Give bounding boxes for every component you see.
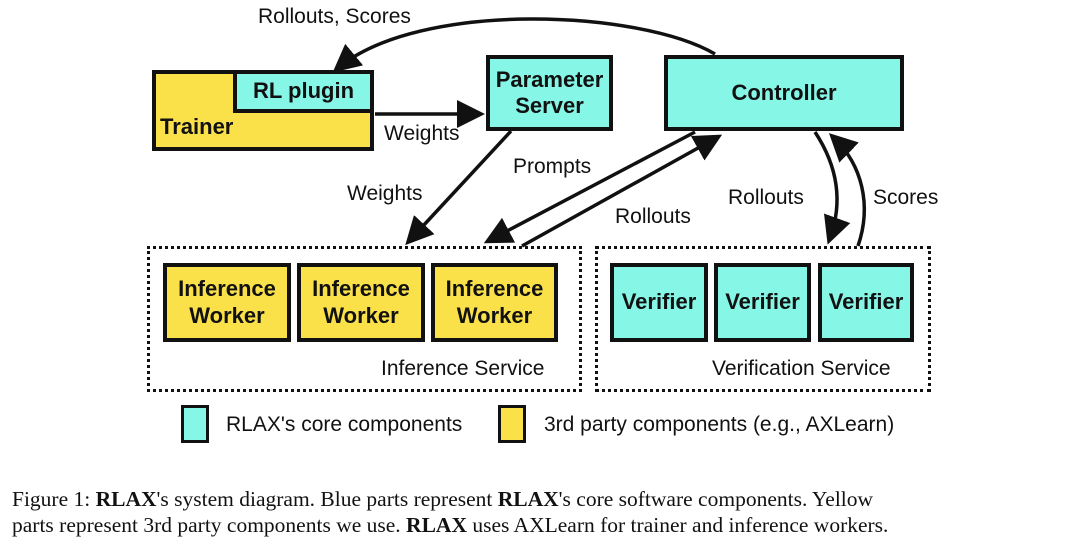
arrow-controller-to-rl-plugin bbox=[332, 17, 716, 73]
arrow-inference-to-controller bbox=[521, 134, 723, 248]
arrows-layer bbox=[332, 17, 866, 248]
caption-line-1: Figure 1: RLAX's system diagram. Blue pa… bbox=[12, 486, 1072, 512]
verifier-2: Verifier bbox=[714, 263, 811, 342]
arrow-controller-to-verification bbox=[813, 131, 851, 245]
legend-core-label: RLAX's core components bbox=[226, 413, 463, 436]
verifier-label: Verifier bbox=[725, 289, 800, 315]
verification-service-container bbox=[595, 246, 931, 392]
figure-caption: Figure 1: RLAX's system diagram. Blue pa… bbox=[12, 486, 1072, 538]
inference-service-container bbox=[147, 246, 582, 392]
inference-worker-label: Inference Worker bbox=[445, 276, 544, 328]
legend-third-party-label: 3rd party components (e.g., AXLearn) bbox=[544, 413, 895, 436]
inference-worker-3: Inference Worker bbox=[431, 263, 558, 342]
parameter-server-label: Parameter Server bbox=[495, 66, 604, 118]
inference-worker-label: Inference Worker bbox=[312, 276, 410, 328]
caption-line-2: parts represent 3rd party components we … bbox=[12, 512, 1072, 538]
caption-bold: RLAX bbox=[95, 487, 157, 511]
controller-box: Controller bbox=[664, 55, 904, 131]
caption-text: parts represent 3rd party components we … bbox=[12, 513, 407, 537]
label-rollouts-verification: Rollouts bbox=[728, 186, 804, 209]
inference-service-label: Inference Service bbox=[381, 357, 545, 380]
caption-text: Figure 1: bbox=[12, 487, 96, 511]
trainer-label: Trainer bbox=[160, 113, 234, 139]
caption-text: 's system diagram. Blue parts represent bbox=[156, 487, 498, 511]
caption-text: 's core software components. Yellow bbox=[558, 487, 874, 511]
caption-text: uses AXLearn for trainer and inference w… bbox=[466, 513, 889, 537]
rl-plugin-box: RL plugin bbox=[233, 70, 374, 113]
legend-third-party-swatch bbox=[498, 405, 526, 443]
arrow-controller-to-inference bbox=[483, 130, 696, 244]
label-weights-trainer: Weights bbox=[384, 122, 460, 145]
arrow-param-server-to-inference bbox=[405, 129, 513, 246]
caption-bold: RLAX bbox=[497, 487, 559, 511]
inference-worker-1: Inference Worker bbox=[163, 263, 291, 342]
label-scores: Scores bbox=[873, 186, 939, 209]
verification-service-label: Verification Service bbox=[712, 357, 891, 380]
parameter-server-box: Parameter Server bbox=[486, 55, 613, 131]
label-prompts: Prompts bbox=[513, 155, 592, 178]
label-rollouts-scores: Rollouts, Scores bbox=[258, 5, 411, 28]
label-weights-inference: Weights bbox=[347, 182, 423, 205]
arrow-verification-to-controller bbox=[828, 133, 866, 247]
verifier-label: Verifier bbox=[828, 289, 904, 315]
inference-worker-label: Inference Worker bbox=[178, 276, 276, 328]
verifier-3: Verifier bbox=[818, 263, 914, 342]
verifier-label: Verifier bbox=[621, 289, 697, 315]
legend-core-swatch bbox=[181, 405, 209, 443]
inference-worker-2: Inference Worker bbox=[297, 263, 425, 342]
label-rollouts-inference: Rollouts bbox=[615, 205, 691, 228]
rl-plugin-label: RL plugin bbox=[252, 78, 355, 104]
controller-label: Controller bbox=[731, 79, 837, 105]
caption-bold: RLAX bbox=[406, 513, 467, 537]
verifier-1: Verifier bbox=[610, 263, 708, 342]
